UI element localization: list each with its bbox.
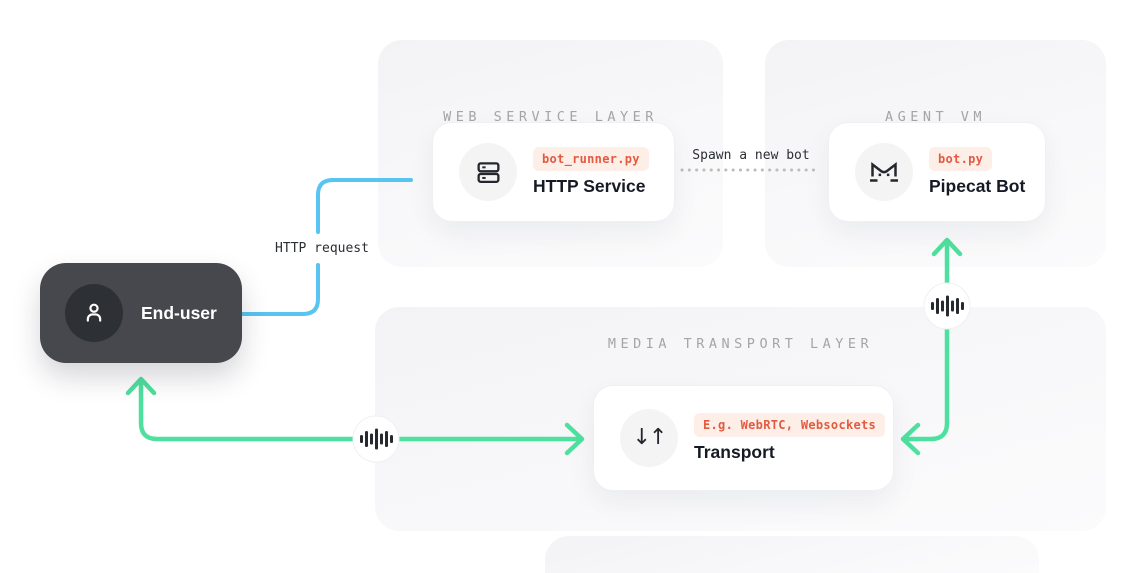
- user-media-wire: [138, 377, 583, 442]
- up-down-arrows-icon: ↓↑: [620, 409, 678, 467]
- transport-title: Transport: [694, 442, 775, 462]
- bottom-partial-panel: [545, 536, 1039, 573]
- end-user-label: End-user: [141, 302, 217, 323]
- transport-card: ↓↑ E.g. WebRTC, Websockets Transport: [593, 385, 894, 491]
- transport-badge: E.g. WebRTC, Websockets: [694, 413, 886, 437]
- pipecat-bot-badge: bot.py: [929, 147, 993, 171]
- media-transport-layer-panel: MEDIA TRANSPORT LAYER: [375, 307, 1106, 531]
- media-transport-layer-title: MEDIA TRANSPORT LAYER: [607, 336, 874, 352]
- bot-media-wire: [901, 238, 950, 442]
- end-user-node: End-user: [40, 263, 242, 363]
- pipecat-cat-icon: [855, 143, 913, 201]
- server-icon: [459, 143, 517, 201]
- pipecat-bot-card: bot.py Pipecat Bot: [828, 122, 1046, 222]
- pipecat-bot-title: Pipecat Bot: [929, 176, 1026, 196]
- http-request-wire-upper: [316, 178, 413, 234]
- http-service-title: HTTP Service: [533, 176, 646, 196]
- http-request-label: HTTP request: [275, 241, 369, 256]
- http-service-card: bot_runner.py HTTP Service: [432, 122, 675, 222]
- waveform-icon: [923, 282, 971, 330]
- http-service-badge: bot_runner.py: [533, 147, 649, 171]
- user-media-arrowhead-up: [125, 376, 157, 396]
- waveform-icon: [352, 415, 400, 463]
- bot-media-arrowhead-up: [931, 237, 963, 257]
- http-request-wire-lower: [240, 263, 320, 316]
- web-service-layer-title: WEB SERVICE LAYER: [443, 109, 658, 125]
- spawn-bot-label: Spawn a new bot: [692, 148, 810, 163]
- user-media-arrowhead-right: [564, 422, 585, 456]
- person-icon: [65, 284, 123, 342]
- bot-media-arrowhead-left: [900, 422, 921, 456]
- agent-vm-title: AGENT VM: [884, 109, 987, 125]
